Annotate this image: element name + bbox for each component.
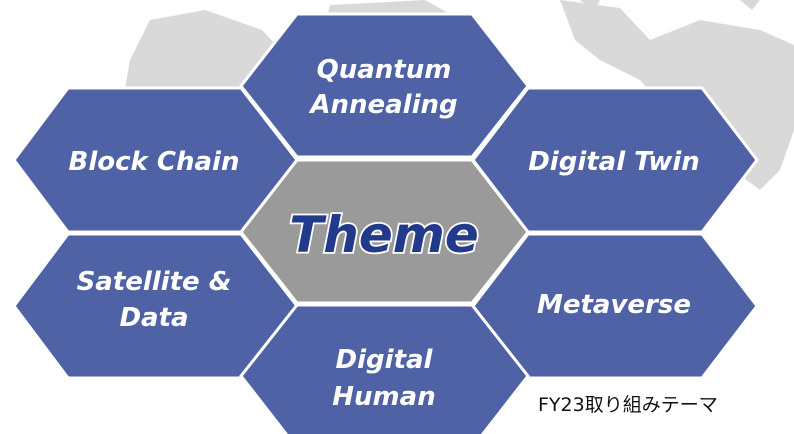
hex-digital-human: Digital Human xyxy=(239,303,530,434)
hex-label-digitalhuman-line2: Human xyxy=(332,382,435,412)
hex-label-blockchain: Block Chain xyxy=(69,147,240,177)
hex-quantum-annealing: Quantum Annealing xyxy=(239,12,530,159)
map-islands xyxy=(580,0,760,12)
hex-digital-twin: Digital Twin xyxy=(471,86,759,234)
hex-label-metaverse: Metaverse xyxy=(537,290,691,320)
caption-text: FY23取り組みテーマ xyxy=(538,394,718,416)
hex-label-satellite-line1: Satellite & xyxy=(77,267,232,297)
center-theme-label: Theme xyxy=(289,206,479,264)
hex-label-digitalhuman-line1: Digital xyxy=(336,345,434,375)
hex-label-digitaltwin: Digital Twin xyxy=(528,147,700,177)
hex-block-chain: Block Chain xyxy=(12,86,299,234)
hex-label-satellite-line2: Data xyxy=(119,303,188,333)
hex-label-quantum-line1: Quantum xyxy=(317,55,452,85)
hex-label-quantum-line2: Annealing xyxy=(308,90,457,120)
hex-metaverse: Metaverse xyxy=(471,232,759,380)
hex-satellite-data: Satellite & Data xyxy=(12,232,299,380)
hex-center-theme: Theme xyxy=(239,158,530,305)
